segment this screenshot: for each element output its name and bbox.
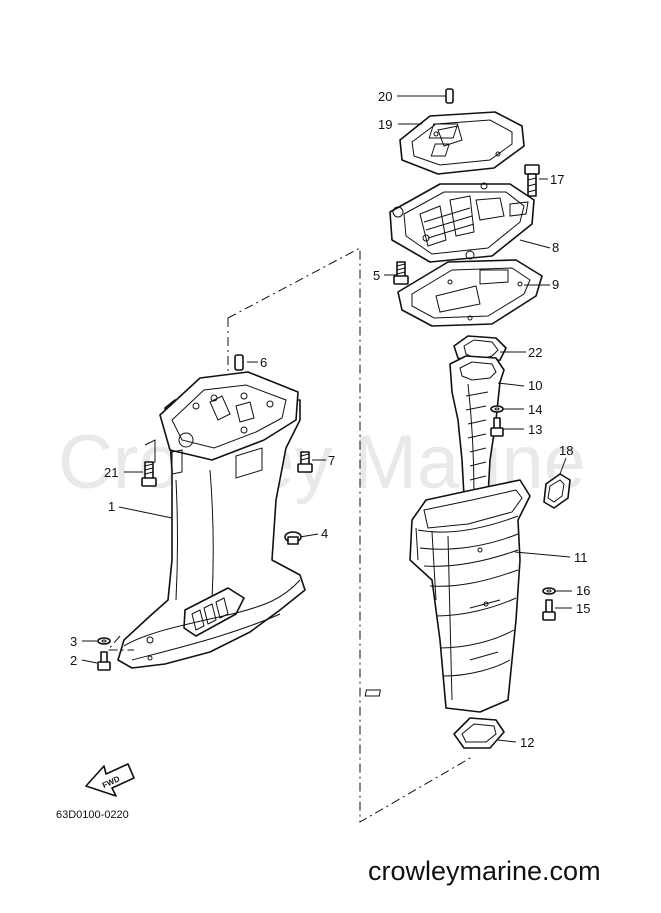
callout-14: 14 [528, 402, 542, 417]
callout-7: 7 [328, 453, 335, 468]
callout-3: 3 [70, 634, 77, 649]
callout-11: 11 [574, 550, 588, 565]
callout-22: 22 [528, 345, 542, 360]
bolt-part-5 [393, 261, 409, 285]
callout-21: 21 [104, 465, 118, 480]
grommet-part-4 [284, 531, 302, 545]
muffler-part-11 [364, 479, 531, 713]
callout-15: 15 [576, 601, 590, 616]
washer-part-3 [97, 637, 111, 645]
callout-17: 17 [550, 172, 564, 187]
dowel-pin-part-6 [234, 354, 244, 371]
assembly-guide-lines [227, 247, 473, 823]
bolt-part-17 [524, 164, 540, 197]
diagram-code: 63D0100-0220 [56, 809, 129, 821]
bolt-part-15 [542, 599, 556, 621]
callout-18: 18 [559, 443, 573, 458]
bolt-part-13 [490, 417, 504, 437]
callout-20: 20 [378, 89, 392, 104]
bolt-part-21 [141, 461, 157, 487]
washer-part-14 [490, 405, 504, 413]
seal-part-12 [453, 717, 505, 749]
leader-lines [81, 95, 572, 743]
exhaust-guide-part-8 [389, 182, 535, 263]
gasket-part-9 [397, 259, 543, 327]
washer-part-16 [542, 587, 556, 595]
callout-4: 4 [321, 526, 328, 541]
dowel-part-20 [445, 88, 454, 104]
forward-arrow-icon: FWD [85, 763, 135, 797]
callout-13: 13 [528, 422, 542, 437]
callout-8: 8 [552, 240, 559, 255]
callout-1: 1 [108, 499, 115, 514]
seal-part-18 [543, 473, 571, 509]
callout-9: 9 [552, 277, 559, 292]
exhaust-pipe-part-10 [449, 355, 505, 497]
upper-casing-part-1 [106, 371, 306, 669]
callout-labels: 20 19 17 8 5 9 22 10 14 13 18 11 16 15 1… [70, 89, 590, 750]
callout-2: 2 [70, 653, 77, 668]
callout-10: 10 [528, 378, 542, 393]
callout-12: 12 [520, 735, 534, 750]
callout-6: 6 [260, 355, 267, 370]
site-name: crowleymarine.com [368, 856, 601, 886]
callout-16: 16 [576, 583, 590, 598]
callout-19: 19 [378, 117, 392, 132]
callout-5: 5 [373, 268, 380, 283]
gasket-part-19 [399, 111, 525, 175]
bolt-part-2 [97, 651, 111, 671]
bolt-part-7 [297, 451, 313, 473]
